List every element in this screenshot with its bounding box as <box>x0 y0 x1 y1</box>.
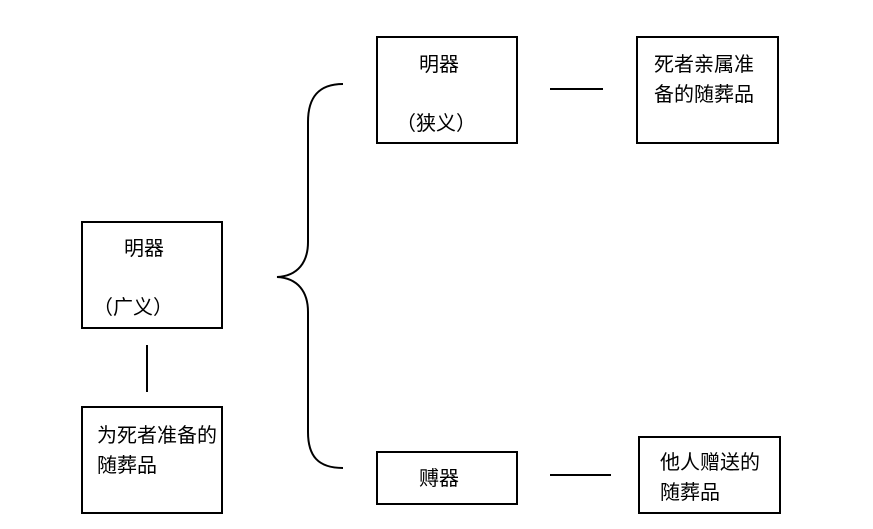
jiuqi-title: 赙器 <box>419 466 459 490</box>
jiuqi-definition-text: 他人赠送的随葬品 <box>660 450 760 504</box>
broad-mingqi-qualifier: （广义） <box>93 295 173 319</box>
grouping-brace <box>276 83 344 469</box>
broad-definition-box: 为死者准备的随葬品 <box>81 406 223 514</box>
narrow-definition-box: 死者亲属准备的随葬品 <box>636 36 779 144</box>
narrow-mingqi-qualifier: （狭义） <box>396 111 476 135</box>
narrow-mingqi-title: 明器 <box>419 52 459 76</box>
jiuqi-definition-box: 他人赠送的随葬品 <box>638 436 781 514</box>
narrow-mingqi-box: 明器 （狭义） <box>376 36 518 144</box>
broad-mingqi-box: 明器 （广义） <box>81 221 223 329</box>
narrow-definition-text: 死者亲属准备的随葬品 <box>654 52 754 106</box>
jiuqi-box: 赙器 <box>376 451 518 505</box>
broad-definition-text: 为死者准备的随葬品 <box>97 423 217 477</box>
broad-mingqi-title: 明器 <box>124 236 164 260</box>
